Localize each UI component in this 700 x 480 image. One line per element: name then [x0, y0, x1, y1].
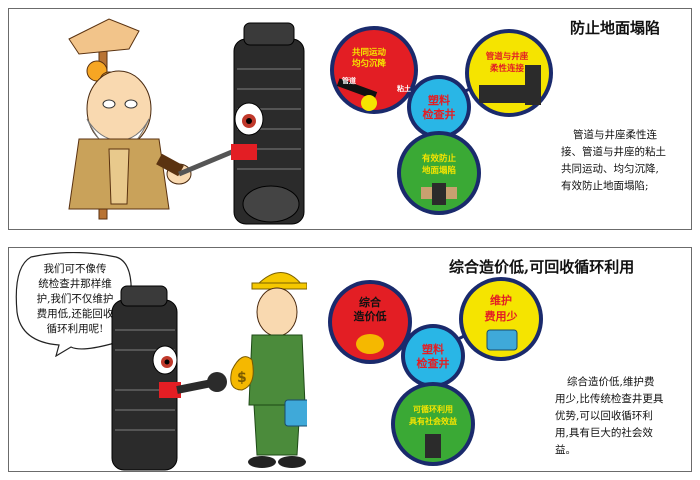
circle-prevent-collapse: 有效防止 地面塌陷: [397, 131, 481, 215]
center-line2: 检查井: [417, 356, 450, 370]
label-pipe: 管道: [342, 76, 356, 85]
circle-prevent-line2: 地面塌陷: [422, 165, 456, 176]
circle-subsidence-line2: 均匀沉降: [352, 58, 387, 69]
desc-line: 综合造价低,维护费: [567, 376, 655, 388]
desc-line: 用少,比传统检查井更具: [555, 393, 664, 405]
illustration-well-and-worker: $: [111, 272, 307, 471]
desc-line: 接、管道与井座的粘土: [561, 146, 666, 158]
circle-subsidence-line1: 共同运动: [352, 47, 387, 58]
center-line2: 检查井: [423, 107, 456, 121]
panel-description: 管道与井座柔性连 接、管道与井座的粘土 共同运动、均匀沉降, 有效防止地面塌陷;: [561, 127, 691, 195]
circle-prevent-line1: 有效防止: [422, 153, 457, 164]
circle-low-cost-line2: 造价低: [354, 309, 387, 323]
worker-figure: $: [230, 272, 307, 468]
circle-recycle-line1: 可循环利用: [413, 404, 453, 414]
old-man-figure: [68, 18, 240, 220]
desc-line: 用,具有巨大的社会效: [555, 427, 653, 439]
panel-title: 综合造价低,可回收循环利用: [449, 258, 635, 276]
circle-flexible-connection: 管道与井座 柔性连接: [465, 29, 553, 117]
svg-text:$: $: [237, 370, 247, 386]
circle-recycle-line2: 具有社会效益: [409, 416, 457, 426]
illustration-old-man-and-well: [68, 18, 305, 225]
manhole-well-figure: [231, 22, 305, 225]
panel-description: 综合造价低,维护费 用少,比传统检查井更具 优势,可以回收循环利 用,具有巨大的…: [555, 374, 685, 459]
concept-diagram: 共同运动 均匀沉降 管道 粘土 管道与井座 柔性连接 塑料 检查井 有效防止 地…: [330, 26, 553, 215]
circle-low-maintenance: 维护 费用少: [459, 277, 543, 361]
circle-maint-line1: 维护: [490, 293, 512, 307]
label-clay: 粘土: [397, 84, 411, 93]
panel-prevent-collapse: 防止地面塌陷: [8, 8, 692, 230]
speech-line: 护,我们不仅维护: [36, 293, 114, 305]
circle-flexible-line1: 管道与井座: [486, 51, 529, 62]
manhole-well-figure: [111, 285, 227, 471]
circle-flexible-line2: 柔性连接: [489, 63, 525, 74]
circle-low-cost: 综合 造价低: [328, 280, 412, 364]
speech-bubble: [15, 252, 132, 357]
speech-line: 费用低,还能回收: [36, 308, 114, 320]
desc-line: 优势,可以回收循环利: [555, 410, 653, 422]
circle-center-well: 塑料 检查井: [407, 75, 471, 139]
center-line1: 塑料: [428, 93, 450, 107]
speech-text: 我们可不像传 统检查井那样维 护,我们不仅维护 费用低,还能回收 循环利用呢!: [21, 262, 129, 337]
panel-low-cost: 综合造价低,可回收循环利用 我们可不像传 统检查井那样维 护,我们不仅维护 费用…: [8, 247, 692, 472]
circle-subsidence: 共同运动 均匀沉降 管道 粘土: [330, 26, 418, 114]
circle-recyclable: 可循环利用 具有社会效益: [391, 382, 475, 466]
speech-line: 循环利用呢!: [46, 323, 104, 335]
desc-line: 有效防止地面塌陷;: [561, 180, 649, 192]
panel-title: 防止地面塌陷: [570, 19, 661, 37]
concept-diagram: 综合 造价低 维护 费用少 塑料 检查井 可循环利用 具有社会效益: [328, 277, 543, 466]
speech-line: 我们可不像传: [43, 263, 107, 275]
desc-line: 管道与井座柔性连: [573, 129, 657, 141]
circle-maint-line2: 费用少: [485, 309, 518, 323]
desc-line: 共同运动、均匀沉降,: [561, 163, 659, 175]
circle-center-well: 塑料 检查井: [401, 324, 465, 388]
center-line1: 塑料: [422, 342, 444, 356]
circle-low-cost-line1: 综合: [359, 295, 382, 309]
desc-line: 益。: [555, 444, 576, 456]
speech-line: 统检查井那样维: [38, 278, 112, 290]
